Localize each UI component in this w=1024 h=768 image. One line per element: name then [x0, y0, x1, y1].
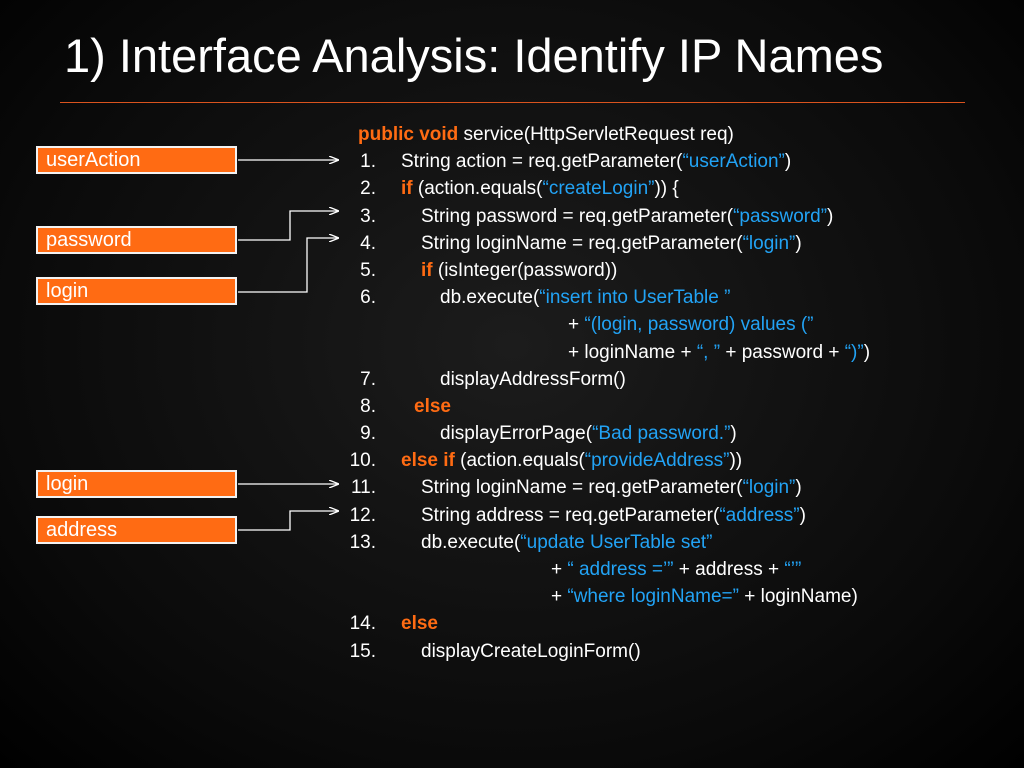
arrow-password [238, 211, 338, 241]
line-number: 3. [360, 205, 376, 227]
code-line-6-cont-2: + loginName + “, ” + password + “)”) [0, 339, 1024, 366]
code-line-4: 4. String loginName = req.getParameter(“… [0, 230, 1024, 257]
string-literal: “userAction” [682, 151, 785, 173]
code-text: ) [863, 341, 871, 363]
slide-title: 1) Interface Analysis: Identify IP Names [64, 29, 884, 82]
code-line-10: 10. else if (action.equals(“provideAddre… [0, 447, 1024, 474]
string-literal: “login” [742, 232, 796, 254]
code-line-1: 1. String action = req.getParameter(“use… [0, 148, 1024, 175]
string-literal: “)” [844, 341, 864, 363]
code-text: String action = req.getParameter( [401, 151, 683, 173]
keyword: if [421, 259, 433, 281]
code-text: )) [729, 450, 743, 472]
code-line-13-cont-1: + “ address =’” + address + “’” [0, 556, 1024, 583]
code-line-3: 3. String password = req.getParameter(“p… [0, 203, 1024, 230]
string-literal: “createLogin” [542, 178, 655, 200]
code-line-11: 11. String loginName = req.getParameter(… [0, 474, 1024, 501]
code-line-8: 8. else [0, 393, 1024, 420]
code-text: String loginName = req.getParameter( [421, 477, 743, 499]
string-literal: “update UserTable set” [520, 531, 713, 553]
line-number: 2. [360, 178, 376, 200]
code-line-12: 12. String address = req.getParameter(“a… [0, 502, 1024, 529]
code-text: displayAddressForm() [440, 368, 626, 390]
string-literal: “login” [742, 477, 796, 499]
line-number: 12. [349, 504, 376, 526]
string-literal: “insert into UserTable ” [539, 287, 731, 309]
code-line-6: 6. db.execute(“insert into UserTable ” [0, 284, 1024, 311]
code-text: db.execute( [440, 287, 540, 309]
code-line-7: 7. displayAddressForm() [0, 366, 1024, 393]
code-line-13: 13. db.execute(“update UserTable set” [0, 529, 1024, 556]
string-literal: “’” [784, 559, 802, 580]
ip-name-box-useraction: userAction [36, 146, 237, 174]
ip-name-box-address: address [36, 516, 237, 544]
string-literal: “ address =’” [567, 559, 674, 580]
line-number: 13. [349, 531, 376, 553]
string-literal: “Bad password.” [592, 423, 731, 445]
line-number: 10. [349, 450, 376, 472]
code-line-13-cont-2: + “where loginName=” + loginName) [0, 583, 1024, 610]
line-number: 15. [349, 640, 376, 662]
string-literal: “address” [719, 504, 800, 526]
code-text: )) { [654, 178, 679, 200]
arrow-address [238, 511, 338, 531]
code-text: + [568, 314, 585, 336]
code-line-6-cont-1: + “(login, password) values (” [0, 311, 1024, 338]
ip-name-box-login: login [36, 277, 237, 305]
code-text: displayErrorPage( [440, 423, 593, 445]
code-text: + [551, 586, 568, 608]
code-text: + address + [673, 559, 785, 580]
code-text: + password + [720, 341, 845, 363]
string-literal: “(login, password) values (” [584, 314, 814, 336]
code-text: (action.equals( [412, 178, 543, 200]
line-number: 7. [360, 368, 376, 390]
code-text: ) [795, 477, 802, 499]
code-text: + loginName) [738, 586, 858, 608]
code-text: ) [827, 205, 834, 227]
code-text: String password = req.getParameter( [421, 205, 734, 227]
code-text: String loginName = req.getParameter( [421, 232, 743, 254]
code-header: public void service(HttpServletRequest r… [0, 121, 1024, 148]
code-line-5: 5. if (isInteger(password)) [0, 257, 1024, 284]
code-line-9: 9. displayErrorPage(“Bad password.”) [0, 420, 1024, 447]
code-text: db.execute( [421, 531, 521, 553]
ip-name-box-login-2: login [36, 470, 237, 498]
code-listing: public void service(HttpServletRequest r… [0, 121, 1024, 665]
keyword: else [401, 613, 438, 635]
line-number: 1. [360, 151, 376, 173]
code-text: + loginName + [568, 341, 697, 363]
line-number: 8. [360, 395, 376, 417]
keyword: if [401, 178, 413, 200]
keyword: else [414, 395, 451, 417]
code-text: (action.equals( [454, 450, 585, 472]
string-literal: “password” [733, 205, 828, 227]
line-number: 14. [349, 613, 376, 635]
line-number: 11. [350, 477, 376, 499]
keyword: else if [401, 450, 455, 472]
line-number: 6. [360, 287, 376, 309]
string-literal: “, ” [696, 341, 721, 363]
ip-name-box-password: password [36, 226, 237, 254]
code-text: ) [799, 504, 806, 526]
string-literal: “where loginName=” [567, 586, 739, 608]
code-line-14: 14. else [0, 610, 1024, 637]
arrow-login [238, 238, 338, 293]
code-text: ) [784, 151, 792, 173]
line-number: 4. [360, 232, 376, 254]
code-text: displayCreateLoginForm() [421, 640, 641, 662]
code-text: + [551, 559, 568, 580]
keyword: public void [358, 124, 459, 145]
code-line-2: 2. if (action.equals(“createLogin”)) { [0, 175, 1024, 202]
code-text: String address = req.getParameter( [421, 504, 720, 526]
line-number: 9. [360, 423, 376, 445]
code-text: ) [730, 423, 737, 445]
string-literal: “provideAddress” [584, 450, 730, 472]
code-text: (isInteger(password)) [432, 259, 618, 281]
code-line-15: 15. displayCreateLoginForm() [0, 638, 1024, 665]
line-number: 5. [360, 259, 376, 281]
title-divider [60, 102, 965, 103]
code-text: service(HttpServletRequest req) [458, 124, 734, 145]
code-text: ) [795, 232, 802, 254]
